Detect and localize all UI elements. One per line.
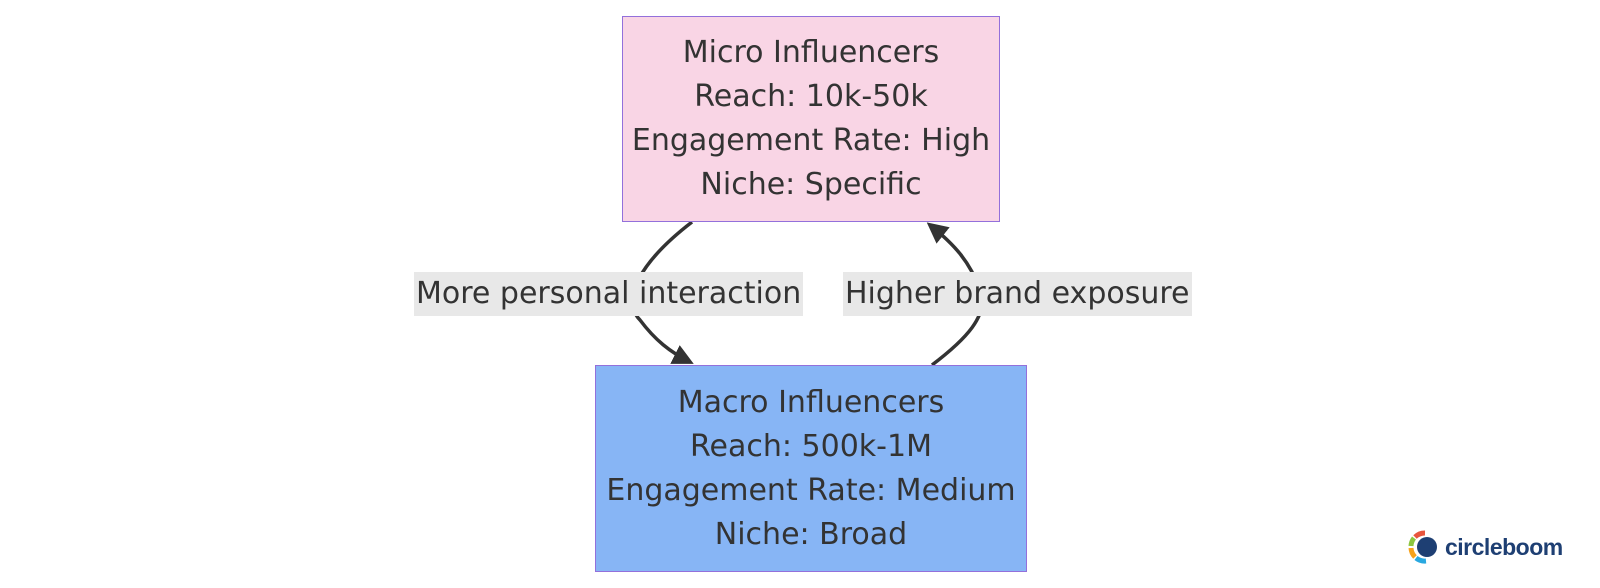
node-niche: Niche: Specific: [700, 167, 922, 202]
circleboom-logo-icon: [1408, 530, 1437, 564]
node-reach: Reach: 500k-1M: [690, 428, 932, 464]
node-title: Micro Influencers: [682, 35, 940, 70]
node-engagement: Engagement Rate: High: [631, 123, 991, 158]
edge-micro-to-macro: [630, 220, 694, 364]
node-engagement: Engagement Rate: Medium: [606, 472, 1016, 508]
node-reach: Reach: 10k-50k: [694, 79, 928, 114]
node-niche: Niche: Broad: [714, 516, 908, 552]
edge-label-more-personal-interaction: More personal interaction: [414, 272, 804, 316]
edge-label-higher-brand-exposure: Higher brand exposure: [843, 272, 1192, 316]
node-macro-influencers: Macro Influencers Reach: 500k-1M Engagem…: [595, 365, 1027, 572]
logo-text: circleboom: [1445, 533, 1563, 560]
circleboom-logo: circleboom: [1408, 530, 1563, 564]
node-micro-influencers: Micro Influencers Reach: 10k-50k Engagem…: [622, 16, 1000, 222]
node-title: Macro Influencers: [677, 384, 945, 420]
